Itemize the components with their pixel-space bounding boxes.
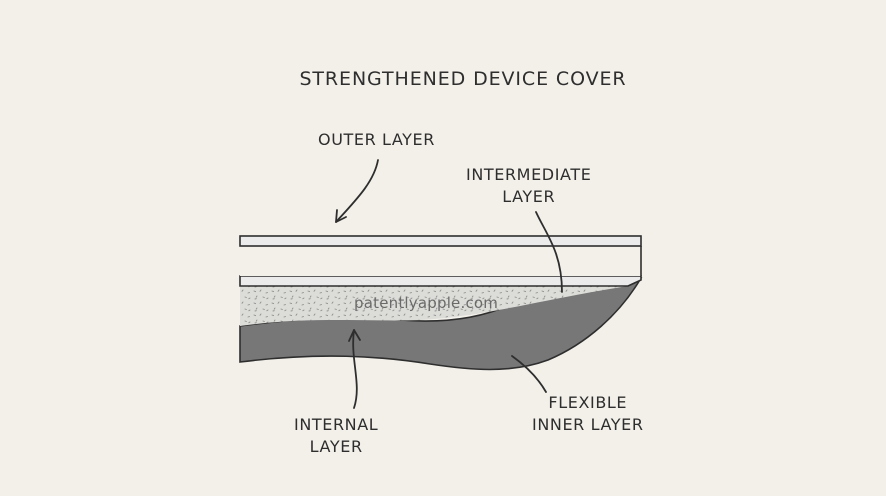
- label-intermediate-line-2: LAYER: [502, 187, 556, 206]
- label-internal-layer: INTERNAL LAYER: [294, 414, 378, 458]
- diagram-title: STRENGTHENED DEVICE COVER: [299, 68, 627, 90]
- intermediate-layer-arrow: [535, 211, 563, 293]
- label-internal-line-2: LAYER: [309, 437, 363, 456]
- intermediate-layer-shape: [239, 275, 642, 287]
- flexible-layer-arrow: [511, 355, 547, 393]
- label-flexible-line-1: FLEXIBLE: [548, 393, 628, 412]
- label-intermediate-layer: INTERMEDIATE LAYER: [466, 164, 591, 208]
- label-outer-layer: OUTER LAYER: [318, 130, 435, 149]
- label-internal-line-1: INTERNAL: [294, 415, 379, 434]
- internal-layer-shape: [240, 286, 628, 326]
- label-flexible-inner-layer: FLEXIBLE INNER LAYER: [532, 392, 644, 436]
- internal-layer-arrow: [348, 329, 361, 409]
- watermark-text: patentlyapple.com: [354, 294, 499, 312]
- label-intermediate-line-1: INTERMEDIATE: [466, 165, 592, 184]
- label-flexible-line-2: INNER LAYER: [532, 415, 644, 434]
- outer-layer-arrow: [335, 159, 379, 223]
- outer-layer-shape: [239, 235, 642, 247]
- layer-gap: [240, 246, 641, 276]
